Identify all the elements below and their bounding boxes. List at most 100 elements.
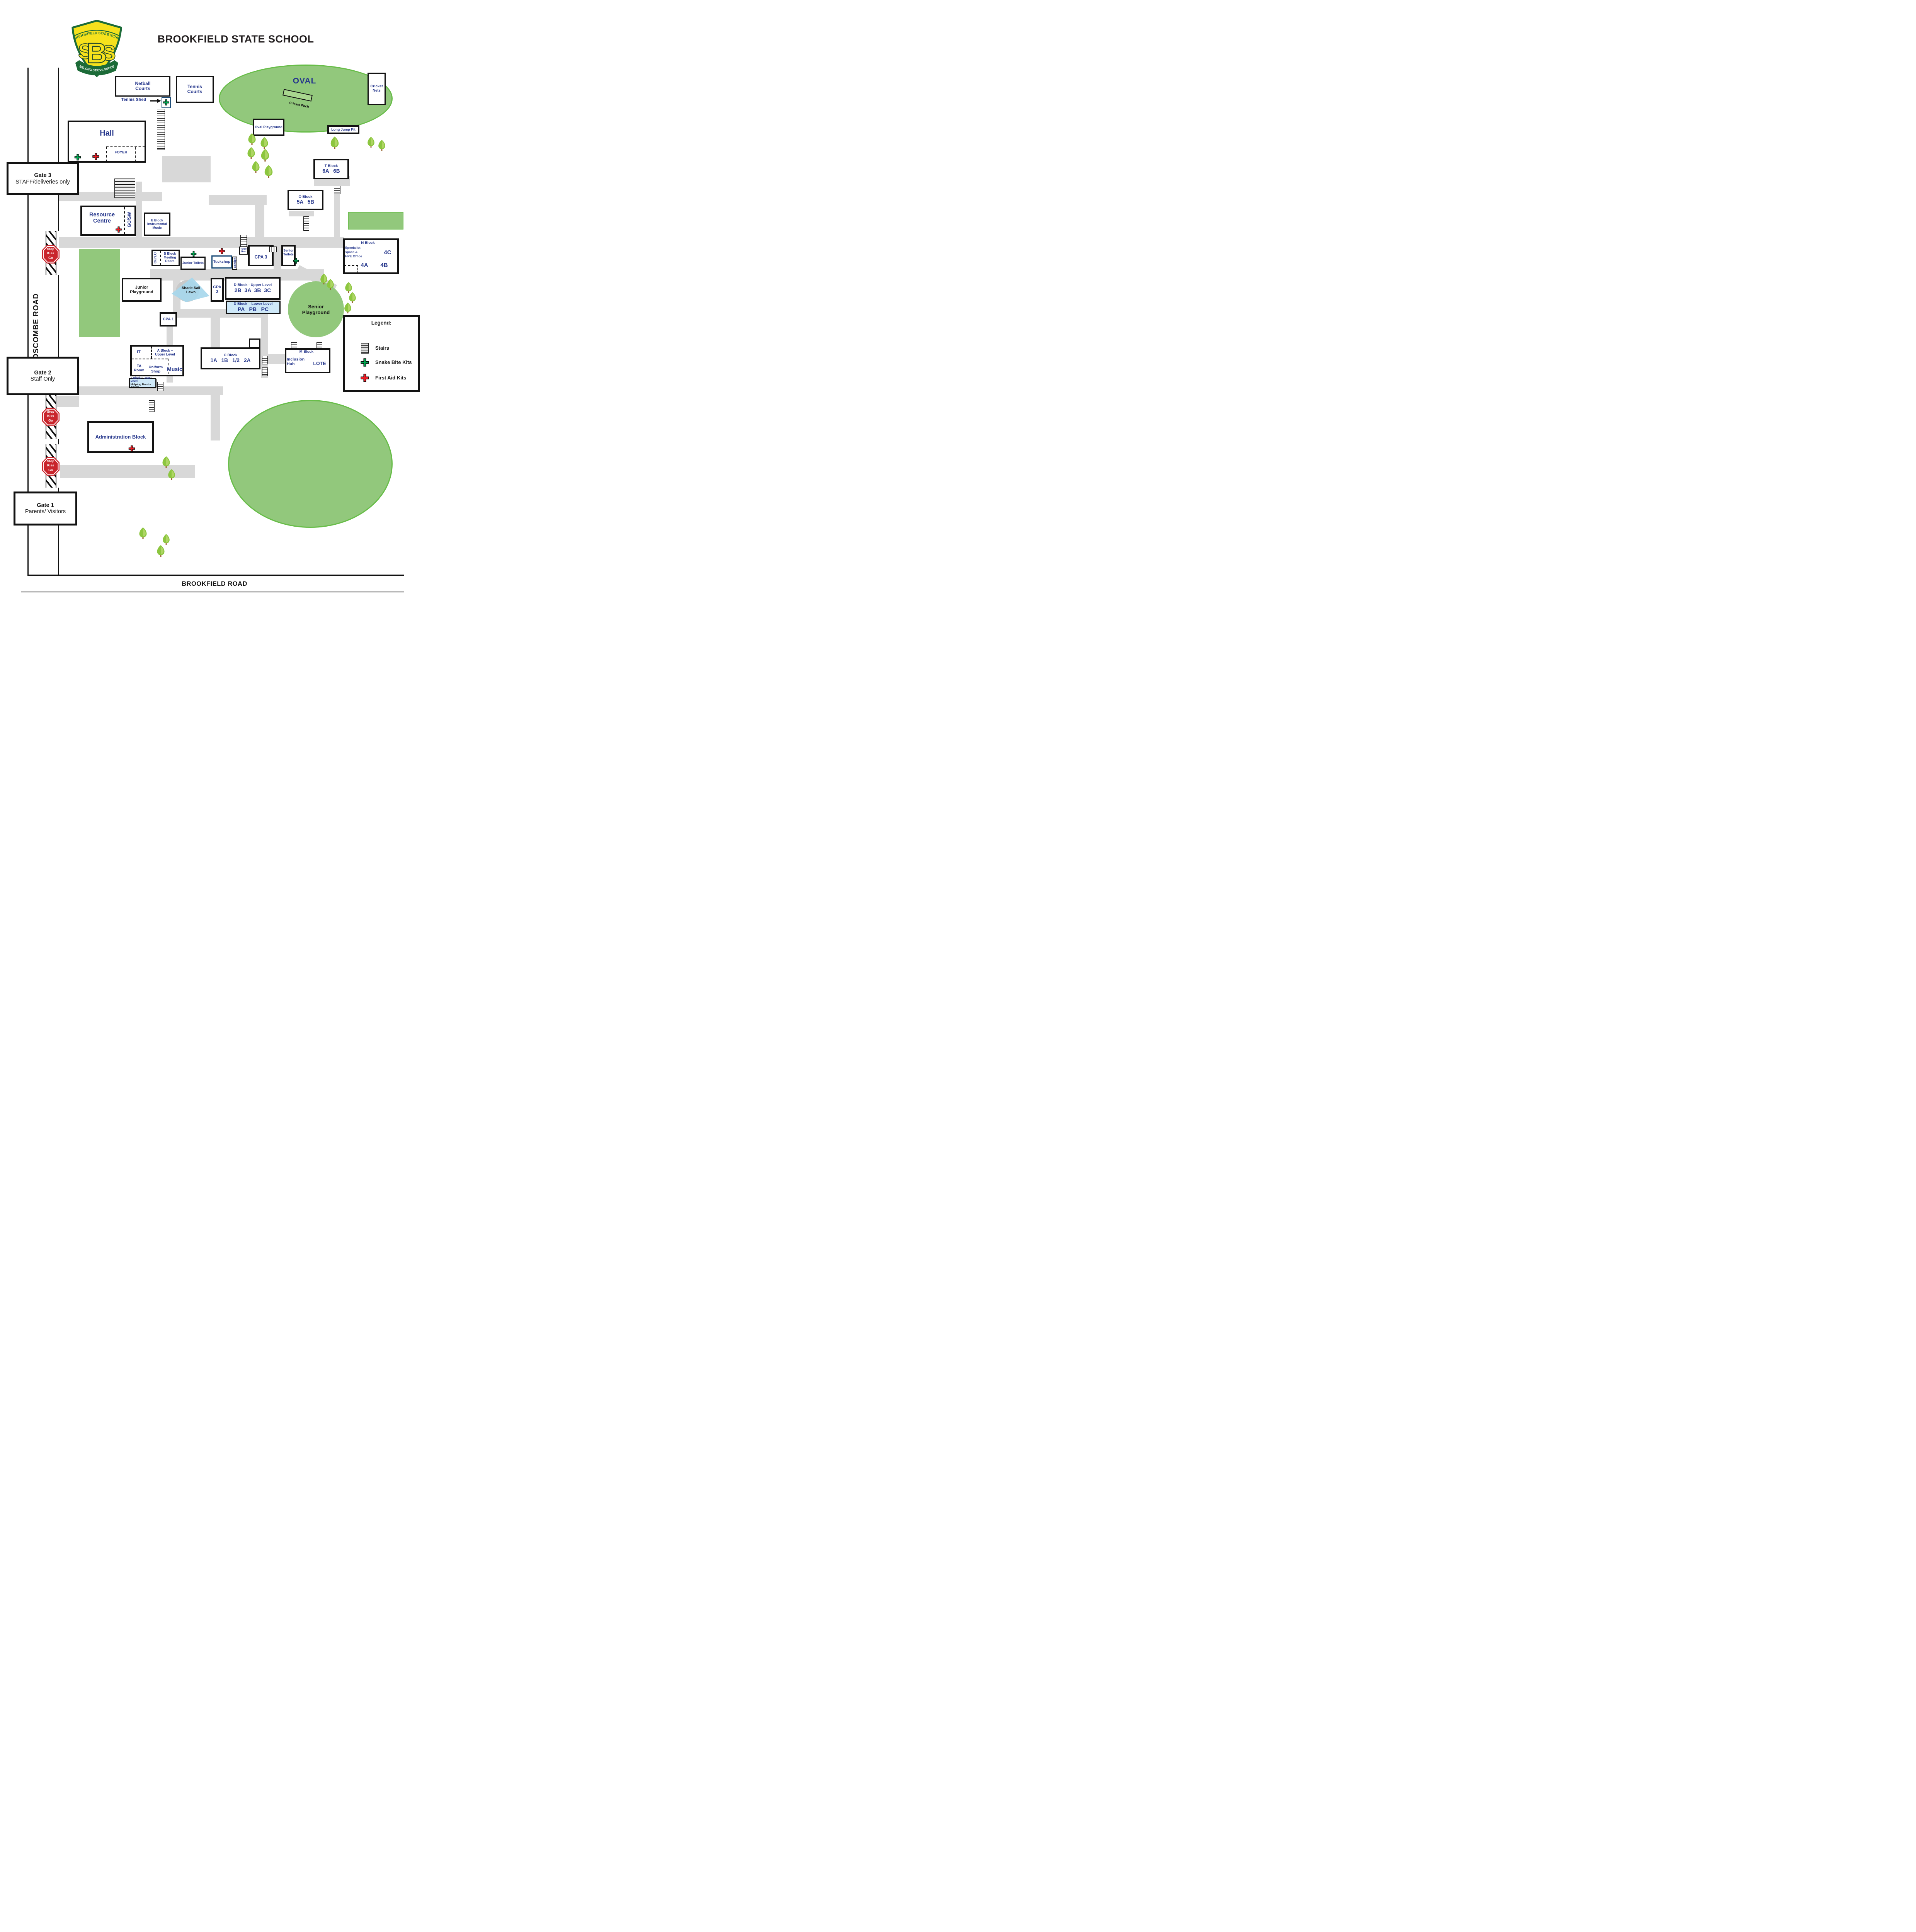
c-block-rooms: 1A 1B 1/2 2A (210, 357, 251, 364)
walkway (136, 182, 142, 239)
stairs-icon (291, 342, 297, 349)
n-block-subroom (344, 265, 358, 273)
cpa-1-label: CPA 1 (163, 317, 174, 321)
n-block-4c: 4C (384, 249, 391, 256)
n-block (343, 238, 399, 274)
senior-playground: Senior Playground (288, 281, 344, 337)
arrow-icon (150, 99, 161, 103)
school-crest-logo: BROOKFIELD STATE SCHOOL S S B BELONG STR… (70, 19, 122, 77)
cricket-nets: Cricket Nets (368, 73, 386, 105)
tree-icon (246, 147, 256, 160)
stairs-icon (269, 247, 277, 252)
b-block-label: B Block Meeting Room (163, 252, 176, 263)
boscombe-road-east-line (58, 275, 59, 357)
brookfield-road-label: BROOKFIELD ROAD (182, 580, 247, 587)
oval-playground: Oval Playground (253, 119, 284, 136)
d-block-lower: D Block – Lower Level PA PB PC (226, 301, 281, 314)
walkway (79, 386, 223, 395)
gate-2-subtitle: Staff Only (30, 376, 55, 382)
cpa-2: CPA 2 (211, 278, 224, 302)
walkway (289, 211, 314, 216)
walkway (211, 318, 220, 348)
tree-icon (377, 139, 386, 151)
tree-icon (162, 534, 171, 546)
tuckshop: Tuckshop (211, 255, 232, 269)
legend-first-aid-label: First Aid Kits (375, 375, 407, 381)
logo-b-center: B (87, 37, 107, 69)
cpa-3-label: CPA 3 (254, 255, 267, 260)
hall-label: Hall (100, 129, 114, 138)
resource-centre (80, 206, 136, 236)
boscombe-road-east-line (58, 439, 59, 444)
stairs-icon (316, 342, 322, 349)
walkway (268, 354, 285, 364)
d-block-lower-name: D Block – Lower Level (233, 302, 273, 306)
long-jump-pit: Long Jump Pit (327, 125, 359, 134)
curr-c-divider (160, 251, 161, 265)
a-block-ta-room-label: TA Room (134, 364, 145, 372)
junior-toilets-label: Junior Toilets (182, 261, 204, 265)
n-block-name: N Block (361, 241, 375, 245)
stairs-icon (262, 367, 268, 376)
a-block (130, 345, 184, 376)
first-aid-kit-icon (129, 446, 135, 452)
d-block-upper-name: D Block - Upper Level (233, 283, 272, 287)
green-strip (348, 212, 403, 230)
oval-playground-label: Oval Playground (255, 125, 282, 129)
m-block-lote-label: LOTE (313, 361, 326, 366)
stop-sign-text: Stop Kiss Go (47, 247, 54, 260)
tree-icon (326, 279, 335, 291)
tree-icon (329, 136, 340, 150)
tree-icon (366, 136, 376, 148)
n-block-4a: 4A (361, 262, 368, 269)
snake-bite-kit-icon (361, 358, 369, 367)
stairs-icon (240, 235, 247, 247)
senior-toilets: Senior Toilets (281, 245, 296, 266)
gate-1-name: Gate 1 (37, 502, 54, 509)
administration-block: Administration Block (87, 421, 154, 453)
stairs-icon (334, 186, 340, 194)
tree-icon (167, 469, 176, 481)
resource-centre-label: Resource Centre (89, 212, 115, 224)
legend-title: Legend: (371, 320, 392, 326)
n-block-specialist-label: Specialist space & HPE Office (345, 246, 362, 259)
turtle-shed: Turtle Shed (239, 247, 248, 255)
turtle-shed-label: Turtle Shed (240, 248, 247, 253)
t-block-name: T Block (324, 163, 338, 168)
gate-1: Gate 1 Parents/ Visitors (14, 492, 77, 526)
junior-toilets: Junior Toilets (180, 257, 206, 270)
foyer-room (106, 146, 145, 162)
walkway (255, 195, 264, 238)
cricket-nets-label: Cricket Nets (370, 84, 383, 93)
d-block-upper: D Block - Upper Level 2B 3A 3B 3C (225, 277, 281, 300)
legend-snake-label: Snake Bite Kits (375, 359, 412, 365)
senior-toilets-label: Senior Toilets (283, 248, 294, 256)
boscombe-road-west-line (27, 68, 29, 575)
gate-2: Gate 2 Staff Only (7, 357, 79, 395)
boscombe-road-east-line (58, 68, 59, 162)
stairs-icon (157, 382, 163, 391)
a-block-divider (151, 346, 152, 359)
long-jump-pit-label: Long Jump Pit (331, 128, 356, 132)
walkway (334, 193, 340, 239)
e-block-label: E Block Instrumental Music (147, 218, 167, 230)
m-block-name: M Block (299, 350, 314, 354)
a-block-lower-body: Helping Hands OSHC (131, 383, 151, 389)
walkway (162, 156, 211, 182)
netball-courts: Netball Courts (115, 76, 170, 97)
a-block-music-label: Music (167, 366, 182, 372)
shade-sail-lawn (172, 277, 209, 302)
stairs-icon (262, 356, 268, 364)
foyer-divider (135, 147, 136, 162)
c-block: C Block 1A 1B 1/2 2A (201, 347, 260, 369)
gate-1-subtitle: Parents/ Visitors (25, 509, 66, 515)
d-block-lower-rooms: PA PB PC (237, 306, 269, 312)
stop-sign-text: Stop Kiss Go (47, 459, 54, 472)
tree-icon (263, 165, 274, 179)
administration-block-label: Administration Block (95, 434, 146, 440)
stairs-icon (149, 400, 155, 412)
stop-kiss-go-sign: Stop Kiss Go (42, 245, 60, 264)
walkway (211, 389, 220, 440)
first-aid-kit-icon (361, 374, 369, 382)
junior-playground: Junior Playground (122, 278, 162, 302)
